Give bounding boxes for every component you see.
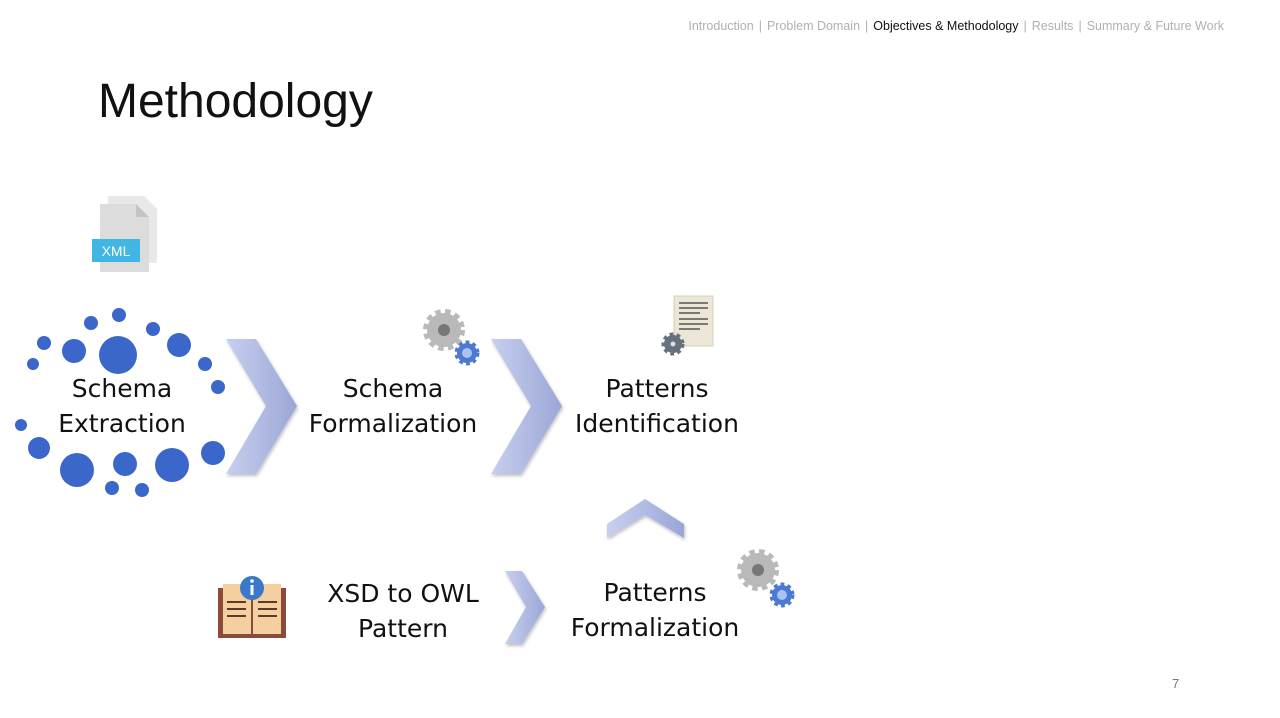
- nav-introduction[interactable]: Introduction: [688, 19, 754, 33]
- page-number: 7: [1172, 676, 1180, 691]
- step-label-line: XSD to OWL: [327, 579, 479, 608]
- step-label-line: Formalization: [570, 613, 740, 642]
- xml-file-icon: XML: [92, 196, 157, 272]
- dot: [211, 380, 225, 394]
- chevron-right-arrow-3: [505, 571, 545, 644]
- step-schema-formalization: Schema Formalization: [298, 371, 488, 441]
- nav-problem-domain[interactable]: Problem Domain: [766, 19, 861, 33]
- dot: [105, 481, 119, 495]
- dot: [27, 358, 39, 370]
- nav-summary-future-work[interactable]: Summary & Future Work: [1086, 19, 1224, 33]
- gears-icon: [423, 309, 480, 366]
- nav-results[interactable]: Results: [1031, 19, 1074, 33]
- dot: [37, 336, 51, 350]
- dot: [60, 453, 94, 487]
- step-patterns-identification: Patterns Identification: [557, 371, 757, 441]
- step-schema-extraction: Schema Extraction: [42, 371, 202, 441]
- gears-icon: [737, 549, 795, 608]
- step-label-line: Identification: [575, 409, 739, 438]
- chevron-right-arrow-2: [491, 339, 562, 474]
- xml-badge-label: XML: [102, 243, 131, 259]
- dot: [167, 333, 191, 357]
- document-gear-icon: [661, 295, 714, 356]
- step-label-line: Schema: [342, 374, 444, 403]
- step-label-line: Pattern: [358, 614, 448, 643]
- nav-objectives-methodology[interactable]: Objectives & Methodology: [873, 19, 1019, 33]
- dot: [135, 483, 149, 497]
- step-label-line: Schema: [71, 374, 173, 403]
- chevron-right-arrow-1: [226, 339, 297, 474]
- book-info-icon: [218, 576, 286, 638]
- dot: [155, 448, 189, 482]
- section-navigation: Introduction|Problem Domain|Objectives &…: [688, 19, 1224, 33]
- step-patterns-formalization: Patterns Formalization: [555, 575, 755, 645]
- step-label-line: Patterns: [605, 374, 709, 403]
- step-label-line: Patterns: [603, 578, 707, 607]
- slide-title: Methodology: [98, 75, 373, 128]
- dot: [62, 339, 86, 363]
- dot: [146, 322, 160, 336]
- dot: [113, 452, 137, 476]
- dot: [15, 419, 27, 431]
- step-label-line: Formalization: [308, 409, 478, 438]
- dot: [99, 336, 137, 374]
- step-xsd-to-owl-pattern: XSD to OWL Pattern: [313, 576, 493, 646]
- dot: [198, 357, 212, 371]
- schema-dots: [15, 308, 225, 497]
- dot: [84, 316, 98, 330]
- dot: [28, 437, 50, 459]
- step-label-line: Extraction: [58, 409, 186, 438]
- dot: [112, 308, 126, 322]
- dot: [201, 441, 225, 465]
- chevron-up-arrow: [607, 499, 684, 538]
